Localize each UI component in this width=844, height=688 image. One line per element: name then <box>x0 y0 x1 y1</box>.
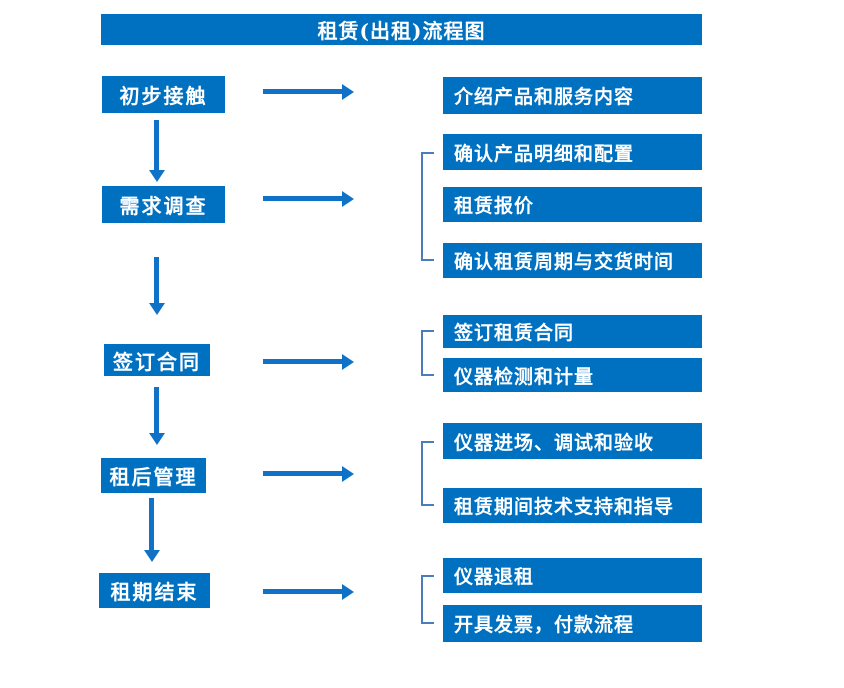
down-arrow-shaft <box>154 387 159 433</box>
right-arrow-head <box>342 84 354 100</box>
right-arrow-1 <box>263 84 354 100</box>
right-arrow-head <box>342 584 354 600</box>
down-arrow-head <box>149 433 165 445</box>
stage-box-post-rental-mgmt: 租后管理 <box>101 458 206 493</box>
output-box-instrument-testing: 仪器检测和计量 <box>443 358 702 392</box>
down-arrow-shaft <box>154 257 159 303</box>
output-box-instrument-return: 仪器退租 <box>443 558 702 593</box>
down-arrow-shaft <box>149 498 154 550</box>
down-arrow-head <box>149 303 165 315</box>
group-bracket-post-rental <box>421 441 434 506</box>
down-arrow-2 <box>149 257 165 315</box>
down-arrow-4 <box>144 498 160 562</box>
right-arrow-shaft <box>263 196 342 201</box>
stage-box-sign-contract: 签订合同 <box>104 344 210 376</box>
output-box-instrument-setup: 仪器进场、调试和验收 <box>443 423 702 459</box>
flowchart-title: 租赁(出租)流程图 <box>317 19 486 43</box>
right-arrow-head <box>342 354 354 370</box>
stage-box-demand-survey: 需求调查 <box>102 186 225 223</box>
down-arrow-head <box>149 170 165 182</box>
down-arrow-1 <box>149 120 165 182</box>
right-arrow-shaft <box>263 89 342 94</box>
right-arrow-head <box>342 466 354 482</box>
output-box-confirm-period: 确认租赁周期与交货时间 <box>443 243 702 278</box>
output-box-confirm-details: 确认产品明细和配置 <box>443 134 702 170</box>
right-arrow-shaft <box>263 471 342 476</box>
right-arrow-5 <box>263 584 354 600</box>
stage-box-initial-contact: 初步接触 <box>102 76 225 113</box>
down-arrow-head <box>144 550 160 562</box>
right-arrow-2 <box>263 191 354 207</box>
right-arrow-3 <box>263 354 354 370</box>
output-box-sign-rental-contract: 签订租赁合同 <box>443 315 702 348</box>
group-bracket-sign-contract <box>421 330 434 376</box>
stage-box-rental-end: 租期结束 <box>99 573 210 608</box>
right-arrow-head <box>342 191 354 207</box>
group-bracket-demand-survey <box>421 152 434 261</box>
output-box-introduce-products: 介绍产品和服务内容 <box>443 77 702 114</box>
group-bracket-rental-end <box>421 575 434 624</box>
right-arrow-shaft <box>263 589 342 594</box>
right-arrow-shaft <box>263 359 342 364</box>
output-box-tech-support: 租赁期间技术支持和指导 <box>443 488 702 523</box>
flowchart-title-bar: 租赁(出租)流程图 <box>101 14 702 45</box>
down-arrow-3 <box>149 387 165 445</box>
output-box-rental-quote: 租赁报价 <box>443 187 702 222</box>
output-box-invoice-payment: 开具发票，付款流程 <box>443 605 702 642</box>
down-arrow-shaft <box>154 120 159 170</box>
right-arrow-4 <box>263 466 354 482</box>
